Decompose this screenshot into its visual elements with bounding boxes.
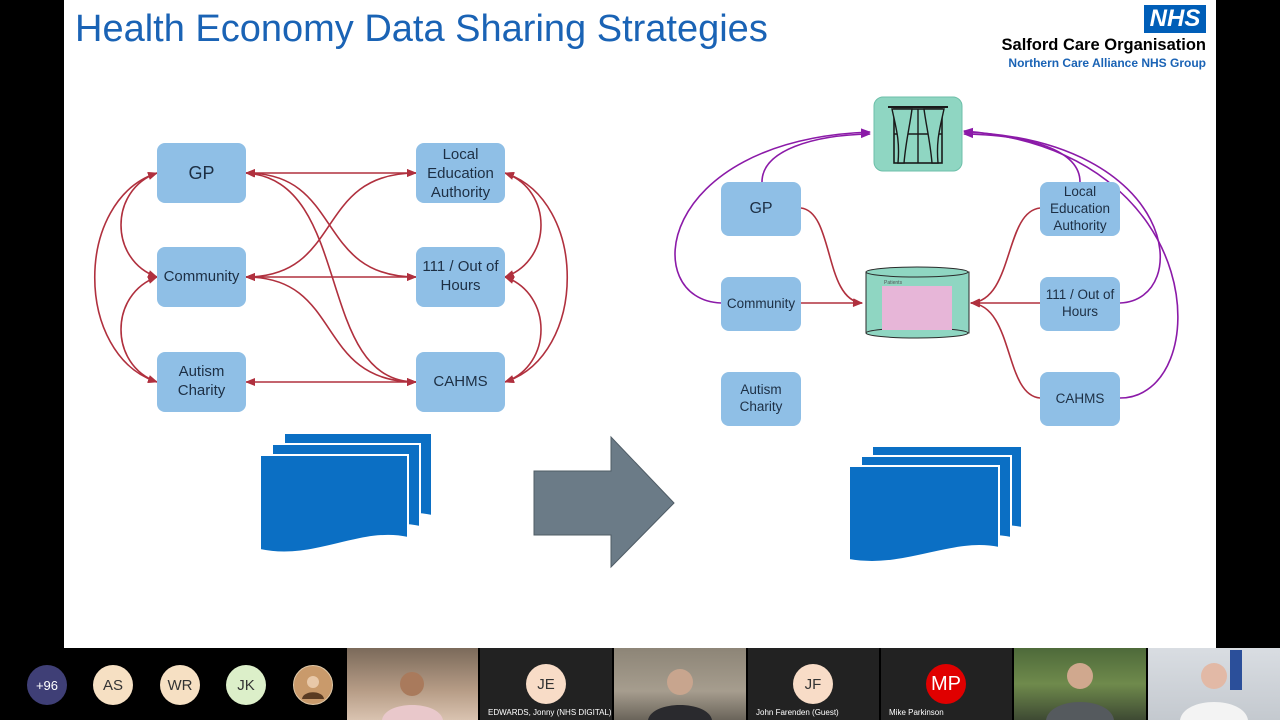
right-node-community: Community [721,277,801,331]
right-links-red [800,207,1041,399]
left-node-autism-charity: Autism Charity [157,352,246,412]
right-node-cahms: CAHMS [1040,372,1120,426]
video-tile[interactable] [614,648,746,720]
participant-name: Mike Parkinson [889,708,944,717]
org-group: Northern Care Alliance NHS Group [1008,56,1206,70]
left-node-community: Community [157,247,246,307]
participant-initials: MP [926,664,966,704]
participant-avatar[interactable]: WR [160,665,200,705]
participant-initials: JF [793,664,833,704]
documents-icon [259,432,433,554]
participant-name: EDWARDS, Jonny (NHS DIGITAL) [488,708,612,717]
participant-name: John Farenden (Guest) [756,708,839,717]
participant-initials: JE [526,664,566,704]
video-tile[interactable] [1148,648,1280,720]
right-links-purple [674,127,1179,399]
person-video [1180,650,1248,720]
org-name: Salford Care Organisation [1001,36,1206,54]
video-tile[interactable]: JF John Farenden (Guest) [748,648,879,720]
person-video [1046,663,1114,720]
database-icon: Patients [865,266,970,339]
left-node-local-education-authority: Local Education Authority [416,143,505,203]
right-node-111-out-of-hours: 111 / Out of Hours [1040,277,1120,331]
documents-icon [848,445,1023,563]
window-icon [873,96,963,172]
more-participants-button[interactable]: +96 [27,665,67,705]
slide-title: Health Economy Data Sharing Strategies [75,8,768,50]
right-node-local-education-authority: Local Education Authority [1040,182,1120,236]
video-tile[interactable] [347,648,478,720]
person-video [648,669,712,720]
video-tile[interactable]: JE EDWARDS, Jonny (NHS DIGITAL) [480,648,612,720]
video-tile[interactable]: MP Mike Parkinson [881,648,1012,720]
left-node-gp: GP [157,143,246,203]
left-node-cahms: CAHMS [416,352,505,412]
person-icon [302,676,324,699]
data-sharing-diagram: Patients [94,96,1179,569]
participant-photo-avatar[interactable] [293,665,333,705]
left-node-111-out-of-hours: 111 / Out of Hours [416,247,505,307]
nhs-logo: NHS [1144,5,1206,33]
video-tile[interactable] [1014,648,1146,720]
arrow-right-icon [533,435,675,569]
person-video [382,672,443,720]
participant-avatar[interactable]: AS [93,665,133,705]
left-links [94,169,568,386]
database-label: Patients [884,280,903,286]
right-node-gp: GP [721,182,801,236]
right-node-autism-charity: Autism Charity [721,372,801,426]
participant-avatar[interactable]: JK [226,665,266,705]
slide: Health Economy Data Sharing Strategies N… [64,0,1216,648]
